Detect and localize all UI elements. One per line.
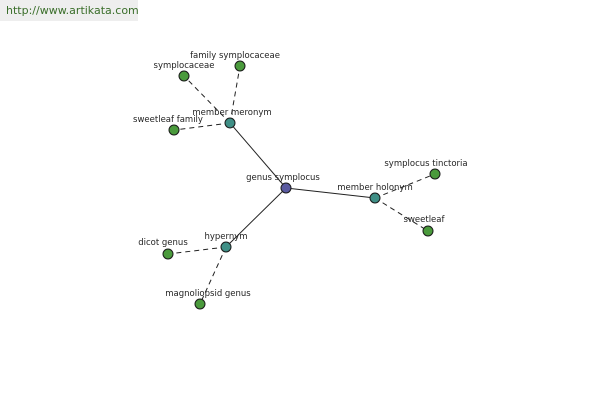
edge-hypernym-magnoliopsid-genus [199, 246, 227, 305]
node-meronym[interactable] [224, 117, 236, 129]
node-sweetleaf-family[interactable] [168, 124, 180, 136]
edges-layer [167, 65, 436, 305]
label-center: genus symplocus [246, 173, 320, 183]
labels-layer: genus symplocus member meronym member holo… [133, 51, 468, 299]
node-symplocaceae[interactable] [178, 70, 190, 82]
label-hypernym: hypernym [204, 232, 247, 242]
label-sweetleaf-family: sweetleaf family [133, 115, 203, 125]
nodes-layer [162, 60, 441, 310]
edge-holonym-symplocus-tinctoria [374, 173, 436, 199]
edge-meronym-symplocaceae [183, 75, 231, 124]
edge-center-meronym [229, 122, 287, 189]
node-holonym[interactable] [369, 192, 381, 204]
edge-meronym-sweetleaf-family [173, 122, 231, 131]
watermark-url: http://www.artikata.com [0, 0, 139, 21]
edge-holonym-sweetleaf [374, 197, 429, 232]
edge-meronym-family-symplocaceae [229, 65, 241, 124]
node-center[interactable] [280, 182, 292, 194]
node-family-symplocaceae[interactable] [234, 60, 246, 72]
label-meronym: member meronym [192, 108, 271, 118]
node-dicot-genus[interactable] [162, 248, 174, 260]
edge-center-holonym [285, 187, 376, 199]
label-symplocus-tinctoria: symplocus tinctoria [384, 159, 467, 169]
label-symplocaceae: symplocaceae [154, 61, 215, 71]
node-hypernym[interactable] [220, 241, 232, 253]
label-dicot-genus: dicot genus [138, 238, 188, 248]
edge-center-hypernym [225, 187, 287, 248]
label-holonym: member holonym [337, 183, 412, 193]
label-sweetleaf: sweetleaf [404, 215, 446, 225]
label-magnoliopsid-genus: magnoliopsid genus [165, 289, 251, 299]
node-magnoliopsid-genus[interactable] [194, 298, 206, 310]
node-symplocus-tinctoria[interactable] [429, 168, 441, 180]
node-sweetleaf[interactable] [422, 225, 434, 237]
label-family-symplocaceae: family symplocaceae [190, 51, 280, 61]
edge-hypernym-dicot-genus [167, 246, 227, 255]
